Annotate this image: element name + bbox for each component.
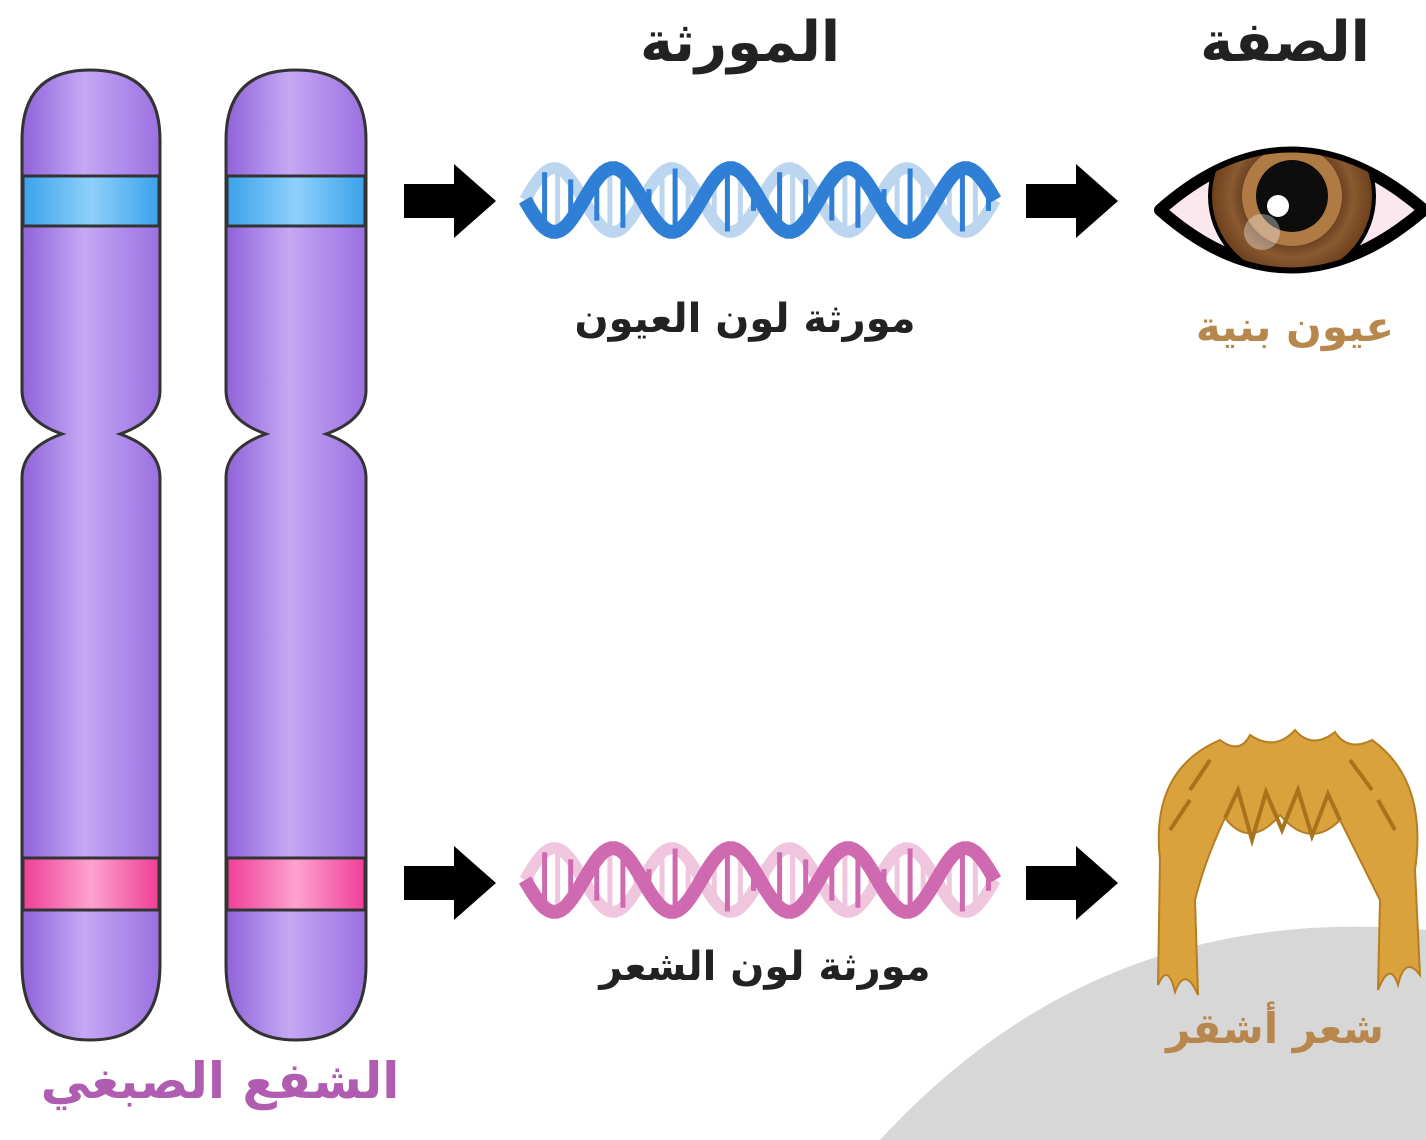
eye-color-dna-helix bbox=[525, 168, 995, 232]
arrow-chromosome-to-hair-gene bbox=[404, 846, 496, 920]
hair-color-gene-label: مورثة لون الشعر bbox=[560, 944, 970, 990]
arrow-chromosome-to-eye-gene bbox=[404, 164, 496, 238]
hair-color-dna-helix bbox=[525, 848, 995, 912]
eye-color-gene-label: مورثة لون العيون bbox=[540, 296, 950, 342]
chromosome-pair-label: الشفع الصبغي bbox=[20, 1052, 420, 1110]
trait-column-header: الصفة bbox=[1150, 10, 1420, 75]
blonde-hair-trait-label: شعر أشقر bbox=[1150, 1004, 1400, 1053]
arrow-hair-gene-to-trait bbox=[1026, 846, 1118, 920]
brown-eye-icon bbox=[1160, 114, 1424, 278]
gene-column-header: المورثة bbox=[560, 10, 920, 75]
chromosome-left bbox=[22, 70, 160, 1040]
brown-eyes-trait-label: عيون بنية bbox=[1170, 302, 1420, 351]
chromosome-right bbox=[226, 70, 366, 1040]
arrow-eye-gene-to-trait bbox=[1026, 164, 1118, 238]
